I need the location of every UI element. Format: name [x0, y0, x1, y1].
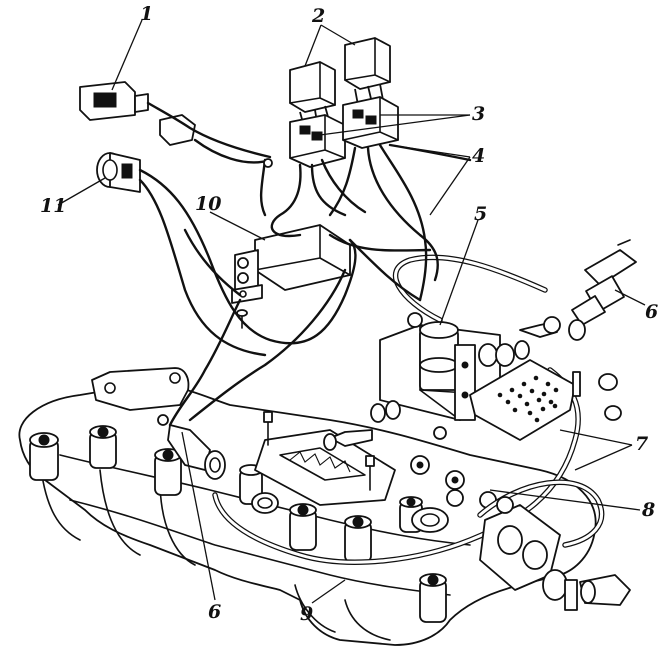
lower-valve-assembly	[479, 496, 631, 611]
callout-5: 5	[474, 203, 487, 225]
intake-manifold	[18, 367, 597, 646]
callout-4: 4	[472, 145, 485, 167]
callout-3: 3	[472, 103, 485, 125]
callout-6-lower: 6	[208, 601, 221, 623]
relay-bases-3	[289, 96, 399, 168]
sensor-upper-6	[568, 239, 637, 341]
callout-6-upper: 6	[645, 301, 658, 323]
relays-2	[289, 37, 391, 131]
callout-2: 2	[311, 5, 325, 27]
callout-7: 7	[635, 433, 648, 455]
leader-lines	[57, 19, 646, 604]
switch-1	[79, 81, 196, 146]
connector-11	[96, 152, 141, 193]
sensor-lower-6	[157, 414, 226, 480]
callout-1: 1	[140, 3, 153, 25]
callout-10: 10	[195, 193, 221, 215]
control-unit-10	[231, 224, 351, 329]
wiring-harness-4	[138, 101, 472, 427]
callout-11: 11	[40, 195, 66, 217]
callout-9: 9	[300, 603, 313, 625]
solenoid-valve	[370, 312, 622, 441]
callouts: 1 2 3 4 5 6 6 7 8 9 10 11	[40, 3, 658, 625]
callout-8: 8	[641, 499, 655, 521]
